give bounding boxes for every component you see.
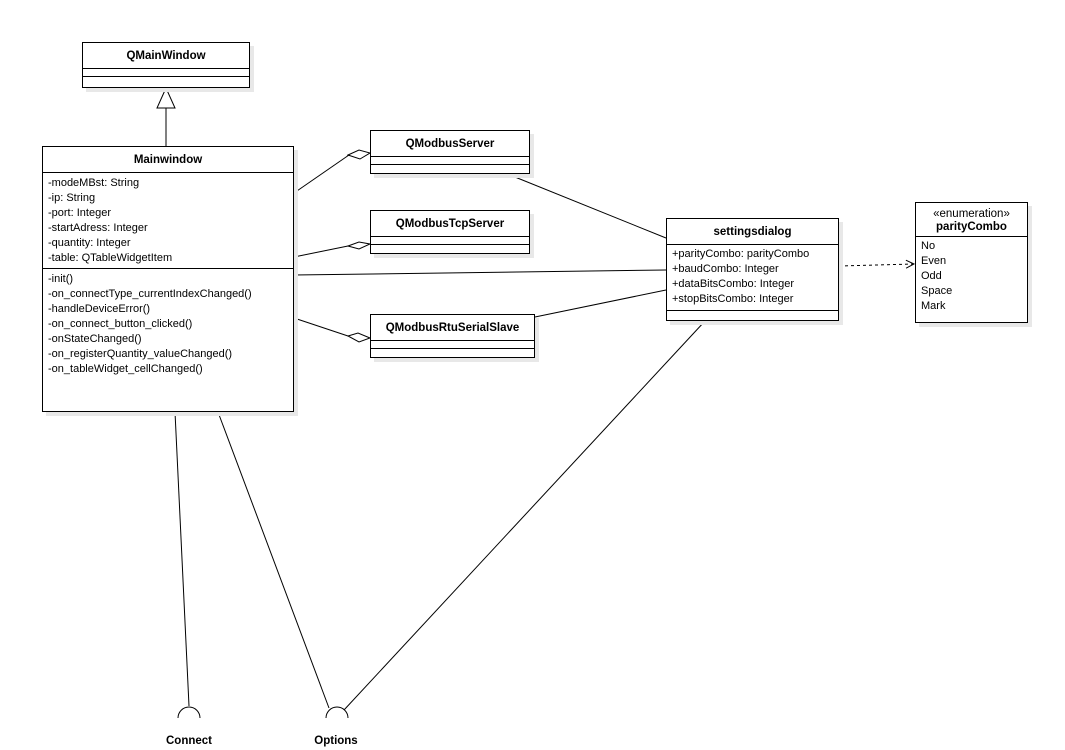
aggregation-line-qmodbusserver [293, 154, 350, 194]
class-qmodbustcpserver-name: QModbusTcpServer [371, 211, 529, 237]
class-qmodbusrtuserialslave[interactable]: QModbusRtuSerialSlave [370, 314, 535, 358]
attribute-row: -table: QTableWidgetItem [48, 252, 173, 264]
class-mainwindow-attributes: -modeMBst: String -ip: String -port: Int… [43, 173, 293, 269]
class-qmainwindow-operations [83, 77, 249, 87]
association-mainwindow-settingsdialog [293, 269, 667, 276]
enum-literal: Space [921, 285, 953, 297]
options-interface-line-mainwindow [217, 411, 330, 709]
class-qmodbustcpserver[interactable]: QModbusTcpServer [370, 210, 530, 254]
class-qmainwindow-attributes [83, 69, 249, 77]
attribute-row: +dataBitsCombo: Integer [672, 278, 794, 290]
class-mainwindow-operations: -init() -on_connectType_currentIndexChan… [43, 269, 293, 377]
operation-row: -init() [48, 273, 74, 285]
aggregation-diamond-qmodbusserver [346, 149, 372, 160]
enum-literal: Odd [921, 270, 942, 282]
class-qmainwindow-name: QMainWindow [83, 43, 249, 69]
aggregation-diamond-qmodbustcpserver [346, 241, 372, 250]
connect-interface-label: Connect [166, 735, 212, 747]
enum-literal: Mark [921, 300, 946, 312]
operation-row: -handleDeviceError() [48, 303, 151, 315]
class-qmodbustcpserver-attributes [371, 237, 529, 245]
class-settingsdialog[interactable]: settingsdialog +parityCombo: parityCombo… [666, 218, 839, 321]
class-settingsdialog-attributes: +parityCombo: parityCombo +baudCombo: In… [667, 245, 838, 311]
enum-literal: Even [921, 255, 947, 267]
attribute-row: +parityCombo: parityCombo [672, 248, 810, 260]
class-qmodbusserver-attributes [371, 157, 529, 165]
class-qmodbusrtuserialslave-name: QModbusRtuSerialSlave [371, 315, 534, 341]
dependency-line [838, 264, 914, 266]
enumeration-paritycombo[interactable]: «enumeration» parityCombo No Even Odd Sp… [915, 202, 1028, 323]
aggregation-line-qmodbustcpserver [293, 245, 349, 258]
attribute-row: -port: Integer [48, 207, 111, 219]
class-qmodbusserver-operations [371, 165, 529, 173]
class-mainwindow-name: Mainwindow [43, 147, 293, 173]
operation-row: -on_connectType_currentIndexChanged() [48, 288, 252, 300]
enumeration-stereotype: «enumeration» [933, 208, 1010, 220]
enumeration-paritycombo-literals: No Even Odd Space Mark [916, 237, 1027, 314]
attribute-row: -modeMBst: String [48, 177, 140, 189]
enum-literal: No [921, 240, 936, 252]
association-qmodbusserver-settingsdialog [509, 174, 667, 239]
class-qmodbustcpserver-operations [371, 245, 529, 253]
class-mainwindow[interactable]: Mainwindow -modeMBst: String -ip: String… [42, 146, 294, 412]
connect-interface-line [174, 411, 190, 707]
class-qmodbusrtuserialslave-operations [371, 349, 534, 357]
connect-socket-icon [177, 706, 201, 719]
options-interface-line-settingsdialog [343, 320, 706, 711]
class-settingsdialog-operations [667, 311, 838, 319]
operation-row: -onStateChanged() [48, 333, 142, 345]
aggregation-line-qmodbusrtuserialslave [293, 317, 349, 337]
options-interface-label: Options [314, 735, 358, 747]
attribute-row: +stopBitsCombo: Integer [672, 293, 794, 305]
operation-row: -on_registerQuantity_valueChanged() [48, 348, 233, 360]
class-qmodbusrtuserialslave-attributes [371, 341, 534, 349]
class-settingsdialog-name: settingsdialog [667, 219, 838, 245]
class-qmodbusserver-name: QModbusServer [371, 131, 529, 157]
attribute-row: -quantity: Integer [48, 237, 131, 249]
class-qmainwindow[interactable]: QMainWindow [82, 42, 250, 88]
operation-row: -on_connect_button_clicked() [48, 318, 193, 330]
class-qmodbusserver[interactable]: QModbusServer [370, 130, 530, 174]
enumeration-paritycombo-name: parityCombo [936, 221, 1007, 233]
attribute-row: -ip: String [48, 192, 96, 204]
aggregation-diamond-qmodbusrtuserialslave [346, 332, 372, 343]
attribute-row: -startAdress: Integer [48, 222, 148, 234]
options-socket-icon [325, 706, 349, 719]
enumeration-paritycombo-header: «enumeration» parityCombo [916, 203, 1027, 237]
generalization-arrowhead [156, 86, 176, 109]
attribute-row: +baudCombo: Integer [672, 263, 779, 275]
operation-row: -on_tableWidget_cellChanged() [48, 363, 203, 375]
association-rtu-settingsdialog [534, 289, 667, 318]
